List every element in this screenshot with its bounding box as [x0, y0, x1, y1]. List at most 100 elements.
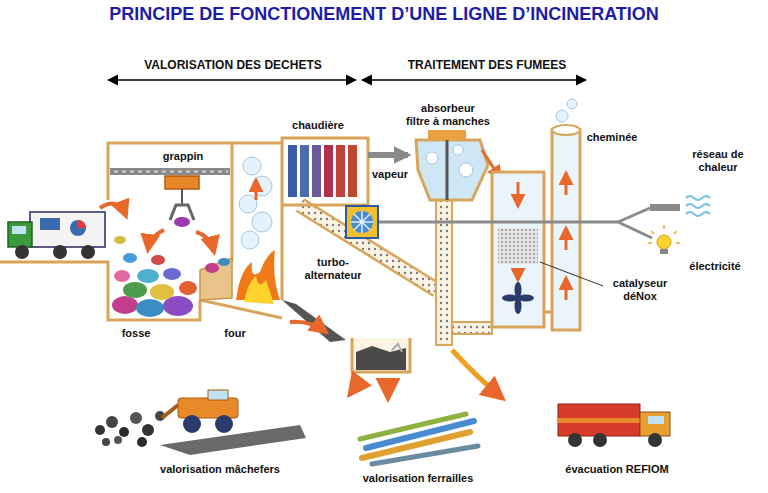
output-label: évacuation REFIOM: [565, 463, 668, 476]
bottom-ash: [130, 412, 142, 424]
bag-filter-catalyst: [492, 172, 552, 327]
waste-pile: [137, 269, 159, 283]
waste-pile: [150, 284, 174, 300]
waste-pile: [112, 296, 138, 314]
waste-pile: [163, 268, 181, 280]
bag-filter-catalyst: [502, 282, 534, 314]
chimney: [565, 173, 568, 195]
refiom-truck: [640, 412, 670, 436]
ash-conveyor: [356, 346, 406, 370]
bag-filter-catalyst: [498, 228, 538, 264]
furnace-fire: [243, 157, 261, 175]
crane-rail: [110, 168, 230, 175]
steam-line: [618, 208, 650, 222]
steam-line: [650, 204, 680, 211]
ash-conveyor: [282, 300, 346, 342]
part-label: catalyseur déNox: [607, 277, 673, 303]
output-arrows: [386, 378, 391, 398]
part-label: chaudière: [292, 119, 344, 132]
light-bulb: [660, 249, 668, 254]
flue-gas-duct: [368, 152, 408, 158]
diagram-title: PRINCIPE DE FONCTIONEMENT D’UNE LIGNE D’…: [0, 4, 768, 25]
absorber: [453, 145, 463, 155]
ash-conveyor: [282, 300, 410, 372]
ash-conveyor: [392, 344, 402, 352]
boiler-tubes: [324, 145, 333, 197]
furnace-fire: [236, 157, 280, 304]
absorber: [446, 140, 449, 200]
steam-line: [378, 221, 618, 224]
bottom-ash: [102, 438, 110, 446]
scrap-metal: [360, 414, 466, 439]
waste-truck: [53, 245, 67, 259]
part-label: vapeur: [372, 168, 408, 181]
grab-crane: [181, 189, 183, 205]
light-bulb: [648, 225, 680, 243]
waste-truck: [8, 222, 32, 247]
waste-truck: [70, 220, 86, 236]
waste-truck: [12, 226, 26, 234]
building-outline: [108, 143, 232, 262]
waste-pile: [151, 255, 165, 265]
part-label: four: [224, 327, 245, 340]
bottom-ash: [114, 436, 122, 444]
turbo-alternator: [346, 206, 378, 238]
waste-pile: [123, 282, 147, 298]
waste-pile: [114, 236, 126, 244]
waste-truck: [30, 212, 105, 247]
bag-filter-catalyst: [517, 268, 520, 280]
absorber: [459, 163, 473, 177]
bag-filter-catalyst: [502, 295, 518, 302]
part-label: filtre à manches: [406, 115, 490, 128]
waste-truck: [78, 220, 86, 228]
bottom-ash: [162, 405, 178, 418]
absorber: [416, 140, 488, 200]
chimney: [567, 99, 577, 109]
output-arrows: [350, 378, 362, 394]
absorber: [416, 130, 500, 200]
refiom-truck: [558, 404, 670, 447]
bottom-ash: [142, 424, 154, 436]
feed-chute: [218, 258, 230, 266]
boiler-tubes: [288, 145, 357, 197]
flue-gas-duct: [368, 155, 408, 156]
chimney: [565, 278, 568, 300]
absorber: [426, 152, 438, 164]
boiler-tubes: [300, 145, 309, 197]
boiler-tubes: [336, 145, 345, 197]
grab-crane: [174, 217, 190, 227]
waste-flow-arrow: [196, 232, 214, 252]
grab-crane: [165, 176, 199, 189]
steam-line: [618, 222, 652, 238]
scrap-metal: [360, 414, 478, 464]
heat-waves: [686, 212, 710, 216]
part-label: absorbeur: [421, 102, 475, 115]
output-arrows: [350, 350, 502, 398]
bottom-ash: [95, 425, 105, 435]
waste-truck: [15, 245, 29, 259]
section-bracket: [108, 79, 356, 81]
bag-filter-catalyst: [518, 295, 534, 302]
part-label: turbo- alternateur: [301, 256, 365, 282]
part-label: fosse: [122, 327, 151, 340]
heat-waves: [686, 204, 710, 208]
section-bracket: [362, 79, 586, 81]
fly-ash-duct: [452, 322, 492, 334]
fly-ash-duct: [300, 205, 437, 290]
refiom-truck: [558, 418, 640, 423]
output-label: valorisation mâchefers: [160, 463, 280, 476]
boiler-tubes: [348, 145, 357, 197]
chimney: [556, 110, 568, 122]
section-bracket: [108, 80, 586, 81]
part-label: grappin: [163, 150, 203, 163]
fly-ash-duct: [300, 205, 437, 290]
ash-conveyor: [290, 322, 326, 332]
waste-pile: [179, 281, 197, 295]
waste-flow-arrow: [148, 230, 164, 250]
refiom-truck: [648, 433, 662, 447]
feed-chute: [200, 258, 232, 300]
furnace-fire: [244, 276, 274, 304]
waste-pile: [114, 270, 130, 282]
chimney: [565, 228, 568, 250]
